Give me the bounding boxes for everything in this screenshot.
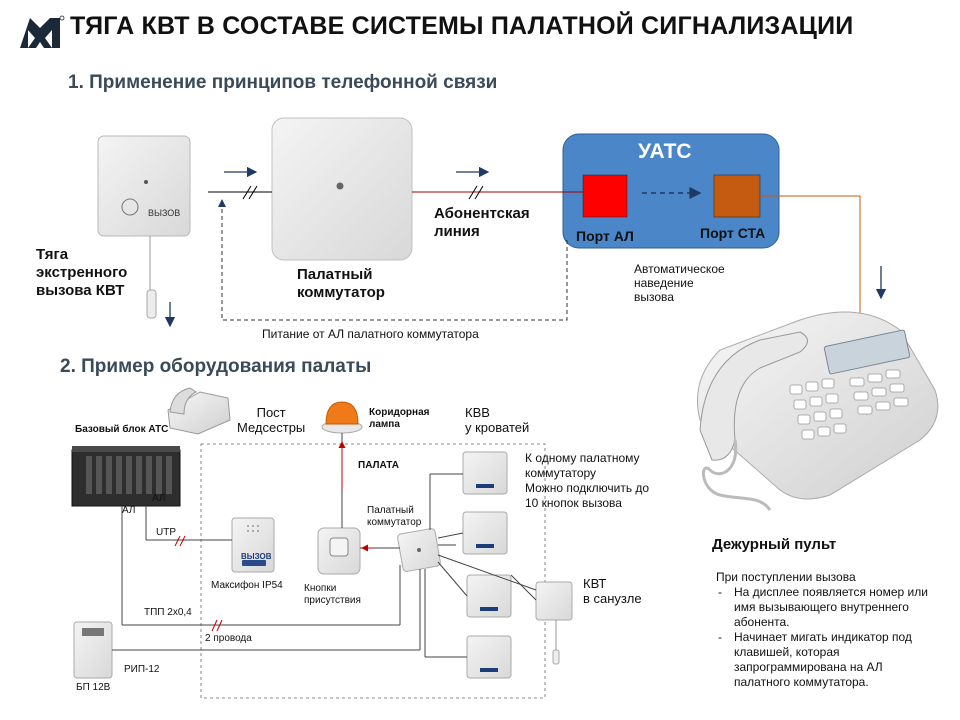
auto-routing-label: Автоматическое наведение вызова (634, 262, 725, 304)
maxifon-button-text: ВЫЗОВ (241, 552, 272, 561)
kvv-label: КВВ у кроватей (465, 405, 530, 435)
subscriber-line-label: Абонентская линия (434, 205, 530, 240)
nurse-post-phone (167, 387, 231, 435)
kvt-bathroom-label: КВТ в санузле (583, 576, 642, 606)
section-heading-1: 1. Применение принципов телефонной связи (68, 72, 498, 93)
logo-m-icon (20, 15, 65, 48)
presence-buttons-label: Кнопки присутствия (304, 583, 361, 606)
al-label-1: АЛ (122, 505, 136, 516)
psu-label: БП 12В (76, 682, 111, 693)
call-info-intro: При поступлении вызова (716, 570, 856, 584)
call-info-item: На дисплее появляется номер или имя вызы… (716, 585, 940, 630)
two-wires-label: 2 провода (205, 633, 252, 644)
switch-label: Палатный коммутатор (297, 266, 385, 301)
uats-block (562, 133, 780, 249)
port-sta-square (713, 174, 761, 218)
ward-label: ПАЛАТА (358, 460, 399, 471)
switch-capacity-note: К одному палатному коммутатору Можно под… (525, 451, 650, 510)
call-info-item: Начинает мигать индикатор под клавишей, … (716, 630, 940, 690)
call-info-list: На дисплее появляется номер или имя вызы… (716, 585, 940, 690)
page-title: ТЯГА КВТ В СОСТАВЕ СИСТЕМЫ ПАЛАТНОЙ СИГН… (70, 12, 854, 40)
base-ats-unit (71, 446, 181, 507)
duty-console-label: Дежурный пульт (712, 536, 837, 553)
duty-console-phone (697, 311, 939, 511)
nurse-post-label: Пост Медсестры (237, 405, 306, 435)
ward-switch-box (271, 117, 413, 261)
ward-area (200, 443, 546, 699)
port-al-label: Порт АЛ (576, 228, 634, 244)
port-al-square (582, 174, 628, 218)
power-label: Питание от АЛ палатного коммутатора (262, 327, 479, 341)
maxifon-device (231, 517, 275, 573)
presence-button (317, 527, 361, 575)
call-info-block: При поступлении вызова На дисплее появля… (716, 570, 940, 690)
utp-label: UTP (156, 527, 176, 538)
kvv-buttons (462, 451, 512, 679)
corridor-lamp (321, 401, 363, 434)
rip-label: РИП-12 (124, 664, 160, 675)
maxifon-label: Максифон IP54 (211, 580, 283, 591)
port-sta-label: Порт СТА (700, 225, 766, 241)
al-label-2: АЛ (152, 493, 166, 504)
base-unit-label: Базовый блок АТС (75, 424, 169, 435)
uats-title: УАТС (638, 140, 692, 163)
section-heading-2: 2. Пример оборудования палаты (60, 356, 372, 377)
ward-switch-label: Палатный коммутатор (367, 505, 422, 528)
ward-switch-small (397, 528, 441, 572)
corridor-lamp-label: Коридорная лампа (369, 407, 430, 430)
kvt-box-text: ВЫЗОВ (148, 208, 180, 218)
power-supply-unit (73, 621, 113, 679)
tpp-label: ТПП 2х0,4 (144, 607, 192, 618)
kvt-label: Тяга экстренного вызова КВТ (36, 246, 128, 299)
kvt-call-box (97, 135, 191, 319)
kvt-bathroom-box (535, 581, 573, 665)
